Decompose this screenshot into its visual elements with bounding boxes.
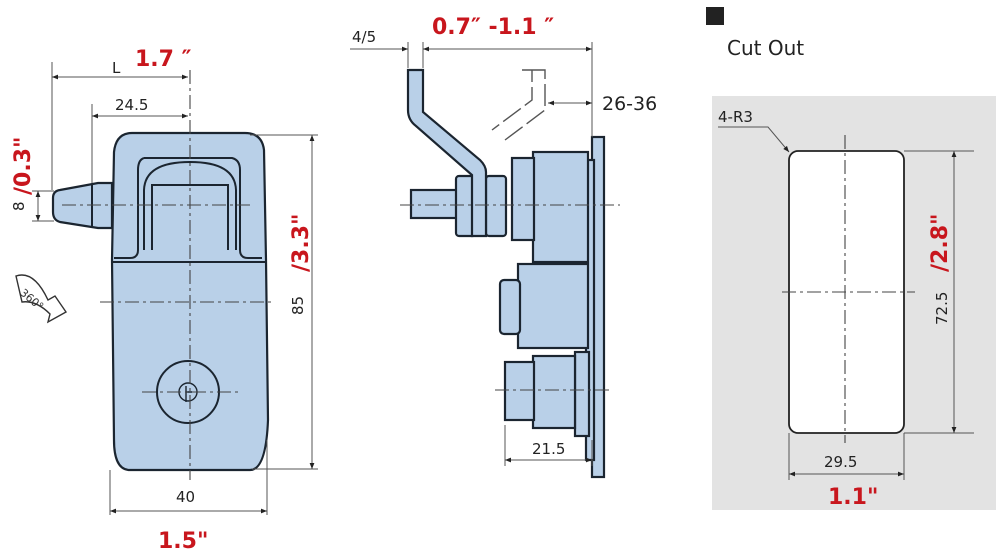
dim-l-inch: 1.7 ″ — [135, 47, 192, 72]
dim-tongue-height: 8 — [10, 201, 28, 211]
dim-inner-width: 24.5 — [115, 96, 148, 114]
dim-height: 85 — [289, 296, 307, 315]
dim-width: 40 — [176, 488, 195, 506]
cut-out-dim-width: 29.5 — [824, 453, 857, 471]
hook-arm — [406, 68, 488, 238]
middle-housing — [516, 262, 590, 350]
dim-range-inch: 0.7″ -1.1 ″ — [432, 15, 554, 40]
rotation-arrow-icon: 360° — [15, 274, 68, 324]
dim-thickness: 4/5 — [352, 28, 376, 46]
cut-out-title: Cut Out — [727, 36, 804, 60]
cut-out-dim-height: 72.5 — [933, 292, 951, 325]
dim-depth: 21.5 — [532, 440, 565, 458]
dim-tongue-inch: /0.3" — [11, 137, 36, 195]
corner-radius: 4-R3 — [718, 108, 753, 126]
cut-out-dim-height-inch: /2.8" — [928, 214, 953, 272]
nut-right — [484, 174, 508, 238]
cut-out-view: Cut Out 4-R3 72.5 /2.8" 29.5 1.1" — [706, 7, 996, 510]
dim-l-label: L — [112, 59, 121, 77]
section-marker-icon — [706, 7, 724, 25]
front-view: L 1.7 ″ 24.5 8 /0.3" 85 /3.3" 40 1.5" 36… — [10, 47, 318, 554]
dim-height-inch: /3.3" — [289, 214, 314, 272]
upper-housing — [531, 150, 590, 264]
cut-out-dim-width-inch: 1.1" — [828, 485, 878, 510]
side-view: 4/5 0.7″ -1.1 ″ 26-36 21.5 — [350, 15, 657, 479]
dim-range: 26-36 — [602, 93, 657, 115]
dim-width-inch: 1.5" — [158, 529, 208, 554]
